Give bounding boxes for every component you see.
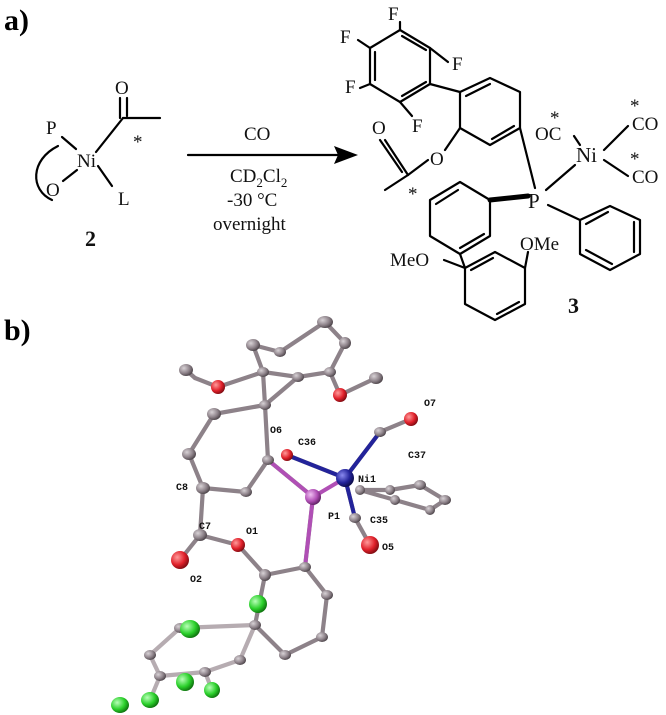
phenyl-ring bbox=[578, 204, 642, 272]
bond-O-Ni bbox=[61, 168, 79, 183]
compound-number-2: 2 bbox=[85, 226, 96, 251]
atom-O: O bbox=[46, 180, 60, 201]
label-O1: O1 bbox=[246, 527, 258, 538]
compound-number-3: 3 bbox=[568, 293, 579, 318]
label-C7: C7 bbox=[199, 522, 211, 533]
atom-P: P bbox=[46, 118, 57, 139]
condition-reagent: CO bbox=[244, 124, 270, 145]
aryl-ring-upper bbox=[458, 76, 522, 147]
acyl-O: O bbox=[115, 78, 129, 99]
label-P1: P1 bbox=[328, 512, 340, 523]
acyl-star: * bbox=[408, 184, 418, 205]
atom-L: L bbox=[118, 189, 130, 210]
chelate-arc bbox=[35, 144, 60, 202]
fluorine-2: F bbox=[340, 27, 351, 48]
bond-Ni-C bbox=[94, 116, 125, 154]
fluorine-1: F bbox=[388, 4, 399, 25]
fluorine-3: F bbox=[345, 77, 356, 98]
arrow-head bbox=[334, 146, 358, 164]
aryl-ring-lower bbox=[428, 180, 492, 256]
star-label: * bbox=[133, 132, 143, 153]
fluorine-atoms bbox=[111, 595, 267, 713]
nickel-atom bbox=[336, 469, 354, 487]
star-CO-left: * bbox=[550, 108, 560, 129]
star-CO-right-bottom: * bbox=[630, 149, 640, 170]
panel-label-a: a) bbox=[4, 4, 29, 37]
crystal-atom-labels: O7 O6 C36 C37 Ni1 C8 P1 C35 C7 O1 O5 O2 bbox=[176, 399, 436, 586]
OMe-left: MeO bbox=[390, 250, 429, 271]
crystal-structure: O7 O6 C36 C37 Ni1 C8 P1 C35 C7 O1 O5 O2 bbox=[111, 316, 451, 713]
ester-O: O bbox=[430, 149, 444, 170]
bond-P-Ni bbox=[60, 135, 78, 151]
compound-2: P O Ni L O * 2 bbox=[35, 78, 162, 251]
condition-solvent: CD2Cl2 bbox=[230, 166, 287, 190]
star-CO-right-top: * bbox=[630, 96, 640, 117]
fluorine-5: F bbox=[412, 116, 423, 137]
CO-right-bottom: CO bbox=[632, 167, 658, 188]
label-C36: C36 bbox=[298, 438, 316, 449]
condition-time: overnight bbox=[213, 214, 287, 235]
label-O2: O2 bbox=[190, 575, 202, 586]
oxygen-atoms bbox=[171, 380, 418, 569]
atom-Ni: Ni bbox=[77, 151, 96, 172]
OMe-right: OMe bbox=[520, 234, 559, 255]
atom-Ni-3: Ni bbox=[576, 143, 597, 167]
carbonyl-O: O bbox=[372, 118, 386, 139]
CO-left: OC bbox=[535, 124, 561, 145]
c6f5-ring bbox=[368, 28, 432, 104]
label-O7: O7 bbox=[424, 399, 436, 410]
label-O5: O5 bbox=[382, 543, 394, 554]
panel-label-b: b) bbox=[4, 314, 31, 347]
dimethoxy-ring bbox=[463, 250, 527, 322]
phosphorus-atom bbox=[305, 489, 321, 505]
label-O6: O6 bbox=[270, 426, 282, 437]
atom-P-3: P bbox=[528, 189, 540, 213]
label-C35: C35 bbox=[370, 516, 388, 527]
label-Ni1: Ni1 bbox=[358, 474, 376, 486]
label-C8: C8 bbox=[176, 483, 188, 494]
condition-temperature: -30 °C bbox=[227, 190, 277, 211]
fluorine-4: F bbox=[452, 54, 463, 75]
reaction-arrow: CO CD2Cl2 -30 °C overnight bbox=[186, 124, 358, 235]
CO-right-top: CO bbox=[632, 114, 658, 135]
compound-3: F F F F F O O * P Ni OC * CO * CO * bbox=[340, 4, 658, 322]
label-C37: C37 bbox=[408, 451, 426, 462]
bond-Ni-L bbox=[96, 164, 114, 188]
